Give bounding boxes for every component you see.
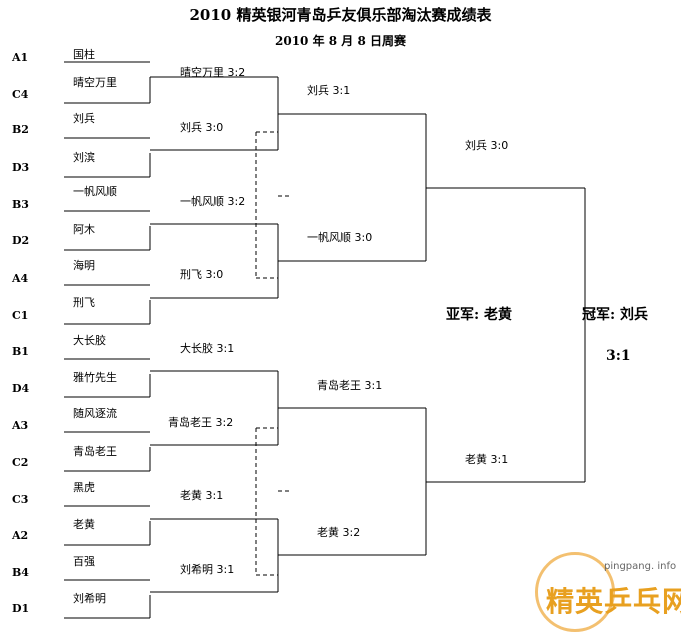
seed-label: C4 [12,88,29,101]
seed-label: A3 [12,419,29,432]
seed-label: C2 [12,456,29,469]
seed-label: C3 [12,493,29,506]
round1-result: 刑飞 3:0 [180,268,224,281]
player-name: 晴空万里 [73,76,117,89]
player-name: 国柱 [73,48,95,61]
player-name: 阿木 [73,223,95,236]
round3-result: 老黄 3:1 [465,453,509,466]
page-title: 2010 精英银河青岛乒友俱乐部淘汰赛成绩表 [189,6,492,24]
champion-label: 冠军: 刘兵 [582,307,649,323]
seed-label: B3 [12,198,29,211]
runner-up-label: 亚军: 老黄 [446,307,513,323]
player-name: 雅竹先生 [73,371,117,384]
round3-result: 刘兵 3:0 [465,139,509,152]
player-name: 刘滨 [73,151,95,164]
seed-label: B1 [12,345,29,358]
player-name: 青岛老王 [73,445,117,458]
round1-result: 大长胶 3:1 [180,342,235,355]
watermark-url: pingpang. info [604,561,677,572]
round1-result: 刘兵 3:0 [180,121,224,134]
player-name: 刑飞 [73,296,95,309]
seed-label: A1 [12,51,29,64]
seed-label: D4 [12,382,30,395]
round1-result: 老黄 3:1 [180,489,224,502]
seed-label: A2 [12,529,29,542]
page-subtitle: 2010 年 8 月 8 日周赛 [275,34,406,48]
player-name: 刘兵 [73,112,95,125]
seed-label: D1 [12,602,30,615]
seed-label: A4 [12,272,29,285]
player-name: 百强 [73,555,95,568]
seed-label: C1 [12,309,29,322]
seed-label: D2 [12,234,30,247]
round2-result: 青岛老王 3:1 [317,379,383,392]
player-name: 海明 [73,259,95,272]
seed-label: B4 [12,566,29,579]
player-name: 一帆风顺 [73,185,117,198]
final-score: 3:1 [606,348,631,364]
round1-result: 一帆风顺 3:2 [180,195,246,208]
seed-label: D3 [12,161,30,174]
round1-result: 晴空万里 3:2 [180,66,246,79]
round2-result: 刘兵 3:1 [307,84,351,97]
round1-result: 青岛老王 3:2 [168,416,234,429]
seed-label: B2 [12,123,29,136]
player-name: 随风逐流 [73,407,117,420]
watermark-logo: 精英乒乓网 [546,585,681,618]
player-name: 刘希明 [73,592,106,605]
player-name: 老黄 [73,518,95,531]
player-name: 黑虎 [73,481,95,494]
player-name: 大长胶 [73,334,106,347]
round2-result: 老黄 3:2 [317,526,361,539]
round2-result: 一帆风顺 3:0 [307,231,373,244]
round1-result: 刘希明 3:1 [180,563,235,576]
